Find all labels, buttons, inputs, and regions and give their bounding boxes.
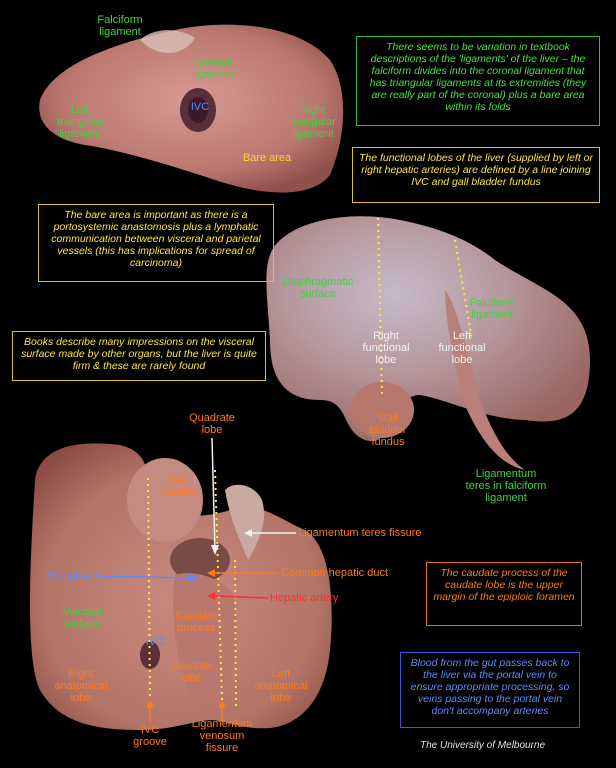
- label-visceral: Visceral surface: [62, 606, 102, 630]
- note-bare-area: The bare area is important as there is a…: [38, 204, 274, 282]
- label-left-anatomical: Left anatomical lobe: [254, 668, 308, 704]
- liver-visceral-view: [30, 443, 332, 730]
- note-impressions: Books describe many impressions on the v…: [12, 331, 266, 381]
- label-lig-teres-fissure: Ligamentum teres fissure: [298, 527, 422, 539]
- label-falciform-mid: Falciform ligament: [469, 297, 515, 321]
- label-falciform-top: Falciform ligament: [97, 14, 143, 38]
- note-caudate: The caudate process of the caudate lobe …: [426, 562, 582, 626]
- label-ivc-top: IVC: [190, 101, 210, 113]
- label-gall-bladder: Gall bladder: [160, 474, 198, 498]
- annotation-arrows: [99, 437, 296, 722]
- note-functional-lobes: The functional lobes of the liver (suppl…: [352, 147, 600, 203]
- liver-superior-view: [39, 24, 344, 193]
- label-bare-area: Bare area: [242, 152, 292, 164]
- label-right-functional: Right functional lobe: [362, 330, 410, 366]
- label-caudate-lobe: Caudate lobe: [170, 660, 212, 684]
- label-lig-teres-falciform: Ligamentum teres in falciform ligament: [465, 468, 547, 504]
- label-left-triangular: Left triangular ligament: [57, 104, 103, 140]
- label-hepatic-artery: Hepatic artery: [270, 592, 339, 604]
- label-quadrate: Quadrate lobe: [189, 412, 235, 436]
- label-diaphragmatic: Diaphragmatic surface: [282, 276, 354, 300]
- label-ivc-bottom: IVC: [145, 636, 165, 648]
- label-left-functional: Left functional lobe: [438, 330, 486, 366]
- label-caudate-process: Caudate process: [175, 610, 217, 634]
- label-gall-fundus: Gall bladder fundus: [369, 412, 407, 448]
- label-coronal: Coronal ligament: [192, 57, 234, 81]
- liver-anterior-view: [266, 216, 590, 470]
- label-portal-vein: Portal vein: [49, 570, 101, 582]
- footer-credit: The University of Melbourne: [420, 740, 546, 751]
- label-right-anatomical: Right anatomical lobe: [54, 668, 108, 704]
- note-ligaments: There seems to be variation in textbook …: [356, 36, 600, 126]
- label-common-hepatic: Common hepatic duct: [281, 567, 388, 579]
- label-lig-venosum: Ligamentum venosum fissure: [191, 718, 253, 754]
- note-portal-vein: Blood from the gut passes back to the li…: [400, 652, 580, 728]
- label-ivc-groove: IVC groove: [133, 724, 167, 748]
- functional-lobe-line: [147, 217, 473, 711]
- label-right-triangular: Right triangular ligament: [290, 104, 336, 140]
